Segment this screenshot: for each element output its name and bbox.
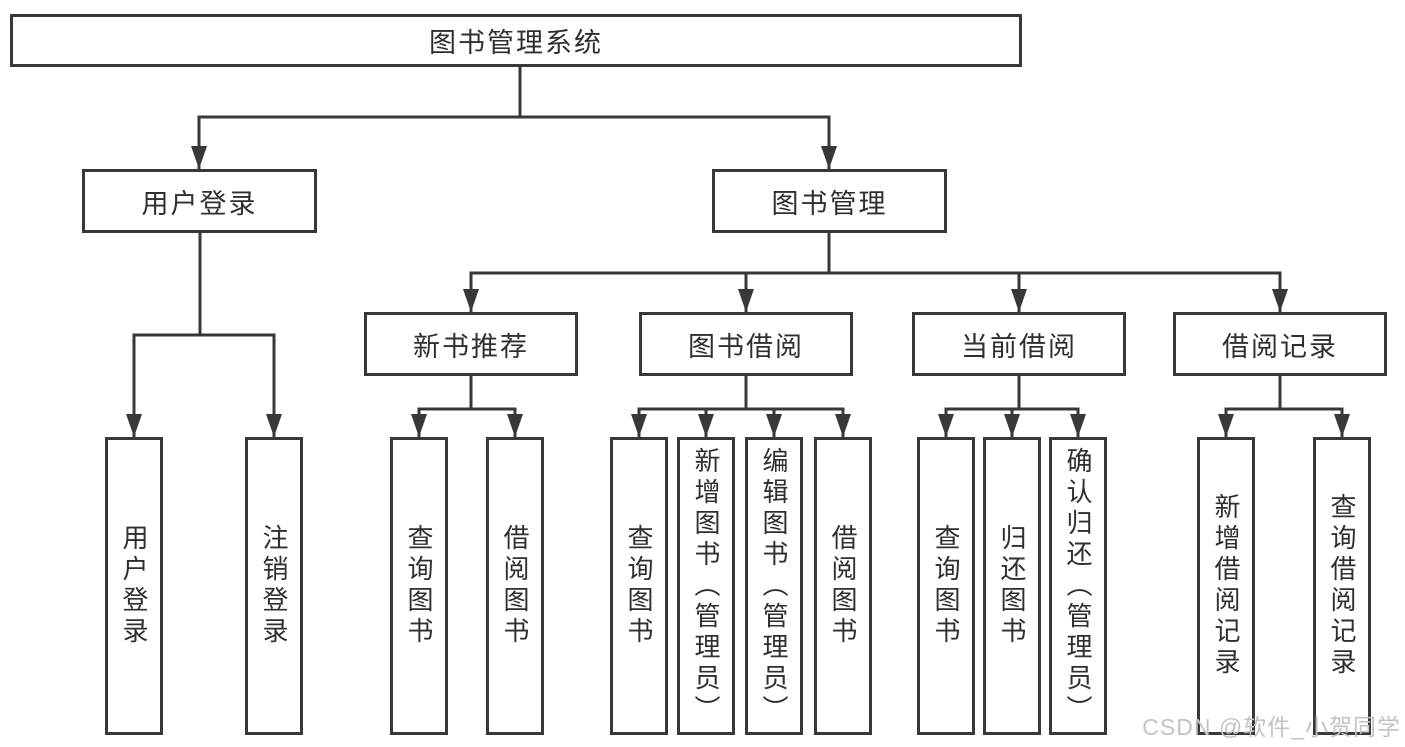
node-borrow-records: 借阅记录	[1173, 312, 1387, 376]
node-label: 确认归还（管理员）	[1063, 446, 1093, 726]
node-label: 新增借阅记录	[1211, 493, 1241, 679]
arrowheads	[126, 146, 1350, 437]
leaf-recommend-borrow-book: 借阅图书	[486, 437, 544, 735]
node-label: 注销登录	[259, 524, 289, 648]
tree-edges	[132, 67, 1344, 437]
leaf-borrow-add-book-admin: 新增图书（管理员）	[677, 437, 735, 735]
node-label: 查询借阅记录	[1327, 493, 1357, 679]
node-current-borrow: 当前借阅	[912, 312, 1126, 376]
node-label: 新书推荐	[413, 331, 529, 362]
node-label: 新增图书（管理员）	[691, 446, 721, 726]
node-label: 编辑图书（管理员）	[759, 446, 789, 726]
node-label: 借阅图书	[828, 524, 858, 648]
node-label: 查询图书	[404, 524, 434, 648]
leaf-user-login: 用户登录	[105, 437, 163, 735]
node-label: 图书管理	[771, 188, 888, 219]
node-label: 查询图书	[624, 524, 654, 648]
leaf-borrow-edit-book-admin: 编辑图书（管理员）	[745, 437, 803, 735]
node-label: 当前借阅	[961, 331, 1077, 362]
node-label: 图书管理系统	[429, 28, 603, 58]
node-label: 图书借阅	[688, 331, 804, 362]
leaf-records-query-record: 查询借阅记录	[1313, 437, 1371, 735]
node-label: 借阅记录	[1222, 331, 1338, 362]
leaf-borrow-query-book: 查询图书	[610, 437, 668, 735]
node-book-management: 图书管理	[712, 169, 947, 233]
leaf-borrow-borrow-book: 借阅图书	[814, 437, 872, 735]
node-book-borrow: 图书借阅	[639, 312, 853, 376]
node-root-system: 图书管理系统	[10, 14, 1022, 67]
node-label: 用户登录	[119, 524, 149, 648]
node-new-book-recommend: 新书推荐	[364, 312, 578, 376]
leaf-logout: 注销登录	[245, 437, 303, 735]
leaf-current-query-book: 查询图书	[917, 437, 975, 735]
node-user-login: 用户登录	[82, 169, 317, 233]
leaf-current-confirm-return-admin: 确认归还（管理员）	[1049, 437, 1107, 735]
leaf-records-add-record: 新增借阅记录	[1197, 437, 1255, 735]
leaf-current-return-book: 归还图书	[983, 437, 1041, 735]
leaf-recommend-query-book: 查询图书	[390, 437, 448, 735]
node-label: 用户登录	[141, 188, 258, 219]
csdn-watermark: CSDN @软件_小贺同学	[1142, 714, 1401, 740]
node-label: 借阅图书	[500, 524, 530, 648]
node-label: 查询图书	[931, 524, 961, 648]
node-label: 归还图书	[997, 524, 1027, 648]
